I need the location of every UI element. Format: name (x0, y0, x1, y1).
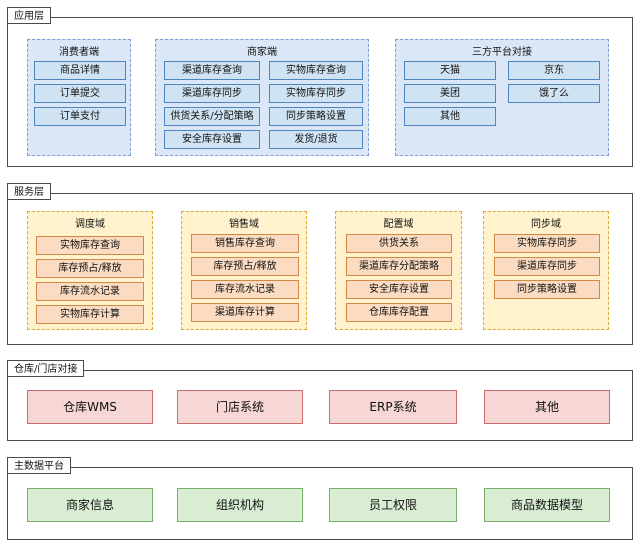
panel-title: 商家端 (247, 47, 277, 58)
panel-title: 消费者端 (59, 47, 99, 58)
node: 美团 (404, 84, 496, 103)
node: 商家信息 (27, 488, 153, 522)
node: 渠道库存查询 (164, 61, 260, 80)
node: 同步策略设置 (269, 107, 363, 126)
node: 库存流水记录 (36, 282, 144, 301)
merchant-panel: 商家端 渠道库存查询 实物库存查询 渠道库存同步 实物库存同步 供货关系/分配策… (155, 39, 369, 156)
node: ERP系统 (329, 390, 457, 424)
layer-title-master-data: 主数据平台 (7, 457, 71, 474)
node: 渠道库存同步 (494, 257, 600, 276)
node: 安全库存设置 (346, 280, 452, 299)
node: 实物库存计算 (36, 305, 144, 324)
layer-title-service: 服务层 (7, 183, 51, 200)
node: 库存预占/释放 (36, 259, 144, 278)
panel-title: 调度域 (75, 219, 105, 230)
consumer-panel: 消费者端 商品详情 订单提交 订单支付 (27, 39, 131, 156)
node: 库存流水记录 (191, 280, 299, 299)
node: 销售库存查询 (191, 234, 299, 253)
panel-title: 配置域 (383, 219, 414, 230)
node: 其他 (404, 107, 496, 126)
node: 饿了么 (508, 84, 600, 103)
node: 商品数据模型 (484, 488, 610, 522)
node: 实物库存查询 (269, 61, 363, 80)
node: 渠道库存分配策略 (346, 257, 452, 276)
node: 订单提交 (34, 84, 126, 103)
panel-title: 同步域 (531, 219, 561, 230)
node: 同步策略设置 (494, 280, 600, 299)
node: 库存预占/释放 (191, 257, 299, 276)
node: 门店系统 (177, 390, 303, 424)
node: 实物库存查询 (36, 236, 144, 255)
node: 员工权限 (329, 488, 457, 522)
node: 渠道库存同步 (164, 84, 260, 103)
node: 其他 (484, 390, 610, 424)
node: 组织机构 (177, 488, 303, 522)
node: 仓库WMS (27, 390, 153, 424)
panel-title: 销售域 (229, 219, 259, 230)
layer-title-application: 应用层 (7, 7, 51, 24)
sales-domain-panel: 销售域 销售库存查询 库存预占/释放 库存流水记录 渠道库存计算 (181, 211, 307, 330)
layer-title-warehouse-store: 仓库/门店对接 (7, 360, 85, 377)
node: 京东 (508, 61, 600, 80)
node: 仓库库存配置 (346, 303, 452, 322)
node: 商品详情 (34, 61, 126, 80)
node: 实物库存同步 (494, 234, 600, 253)
node: 实物库存同步 (269, 84, 363, 103)
node: 供货关系/分配策略 (164, 107, 260, 126)
sync-domain-panel: 同步域 实物库存同步 渠道库存同步 同步策略设置 (483, 211, 609, 330)
node: 天猫 (404, 61, 496, 80)
dispatch-domain-panel: 调度域 实物库存查询 库存预占/释放 库存流水记录 实物库存计算 (27, 211, 153, 330)
node: 供货关系 (346, 234, 452, 253)
third-party-panel: 三方平台对接 天猫 京东 美团 饿了么 其他 (395, 39, 609, 156)
node: 渠道库存计算 (191, 303, 299, 322)
node: 安全库存设置 (164, 130, 260, 149)
node: 订单支付 (34, 107, 126, 126)
panel-title: 三方平台对接 (472, 47, 532, 58)
node: 发货/退货 (269, 130, 363, 149)
config-domain-panel: 配置域 供货关系 渠道库存分配策略 安全库存设置 仓库库存配置 (335, 211, 462, 330)
